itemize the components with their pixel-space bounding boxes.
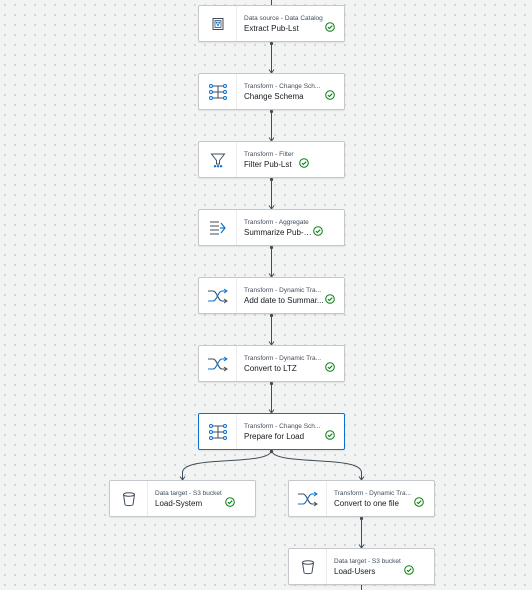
node-name-label: Change Schema — [244, 91, 304, 101]
node-type-label: Transform - Dynamic Tra... — [334, 489, 412, 497]
success-status-icon — [325, 359, 335, 372]
success-status-icon — [325, 427, 335, 440]
node-type-label: Data target - S3 bucket — [155, 489, 222, 497]
node-convert-ltz[interactable]: Transform - Dynamic Tra...Convert to LTZ — [198, 345, 345, 382]
filter-icon — [199, 142, 237, 177]
data-catalog-icon — [199, 6, 237, 41]
node-type-label: Transform - Change Sch... — [244, 422, 321, 430]
dynamic-transform-icon — [289, 481, 327, 516]
edge-source-port — [269, 313, 274, 318]
edge-source-port — [359, 516, 364, 521]
node-add-date[interactable]: Transform - Dynamic Tra...Add date to Su… — [198, 277, 345, 314]
node-type-label: Data target - S3 bucket — [334, 557, 401, 565]
edge-source-port — [269, 109, 274, 114]
node-name-label: Summarize Pub-Lst — [244, 227, 314, 237]
success-status-icon — [325, 19, 335, 32]
node-name-label: Filter Pub-Lst — [244, 159, 292, 169]
edge-source-port — [269, 381, 274, 386]
node-name-label: Add date to Summar... — [244, 295, 324, 305]
edge-source-port — [269, 41, 274, 46]
success-status-icon — [325, 291, 335, 304]
success-status-icon — [313, 223, 323, 236]
dynamic-transform-icon — [199, 346, 237, 381]
change-schema-icon — [199, 74, 237, 109]
node-name-label: Load-System — [155, 498, 203, 508]
node-type-label: Data source - Data Catalog — [244, 14, 323, 22]
change-schema-icon — [199, 414, 237, 449]
s3-bucket-icon — [110, 481, 148, 516]
node-name-label: Prepare for Load — [244, 431, 305, 441]
node-type-label: Transform - Aggregate — [244, 218, 309, 226]
success-status-icon — [325, 87, 335, 100]
node-type-label: Transform - Change Sch... — [244, 82, 321, 90]
node-prepare-load[interactable]: Transform - Change Sch...Prepare for Loa… — [198, 413, 345, 450]
edge-source-port — [269, 177, 274, 182]
success-status-icon — [404, 562, 414, 575]
node-type-label: Transform - Filter — [244, 150, 294, 158]
edge-line — [271, 449, 362, 480]
dynamic-transform-icon — [199, 278, 237, 313]
edge-line — [182, 449, 272, 480]
node-name-label: Convert to one file — [334, 498, 399, 508]
success-status-icon — [414, 494, 424, 507]
node-type-label: Transform - Dynamic Tra... — [244, 286, 322, 294]
success-status-icon — [225, 494, 235, 507]
node-name-label: Convert to LTZ — [244, 363, 297, 373]
node-change-schema[interactable]: Transform - Change Sch...Change Schema — [198, 73, 345, 110]
edge-source-port — [269, 245, 274, 250]
success-status-icon — [299, 155, 309, 168]
node-name-label: Extract Pub-Lst — [244, 23, 299, 33]
node-type-label: Transform - Dynamic Tra... — [244, 354, 322, 362]
aggregate-icon — [199, 210, 237, 245]
node-convert-one-file[interactable]: Transform - Dynamic Tra...Convert to one… — [288, 480, 435, 517]
node-name-label: Load-Users — [334, 566, 376, 576]
s3-bucket-icon — [289, 549, 327, 584]
edge-source-port — [269, 449, 274, 454]
